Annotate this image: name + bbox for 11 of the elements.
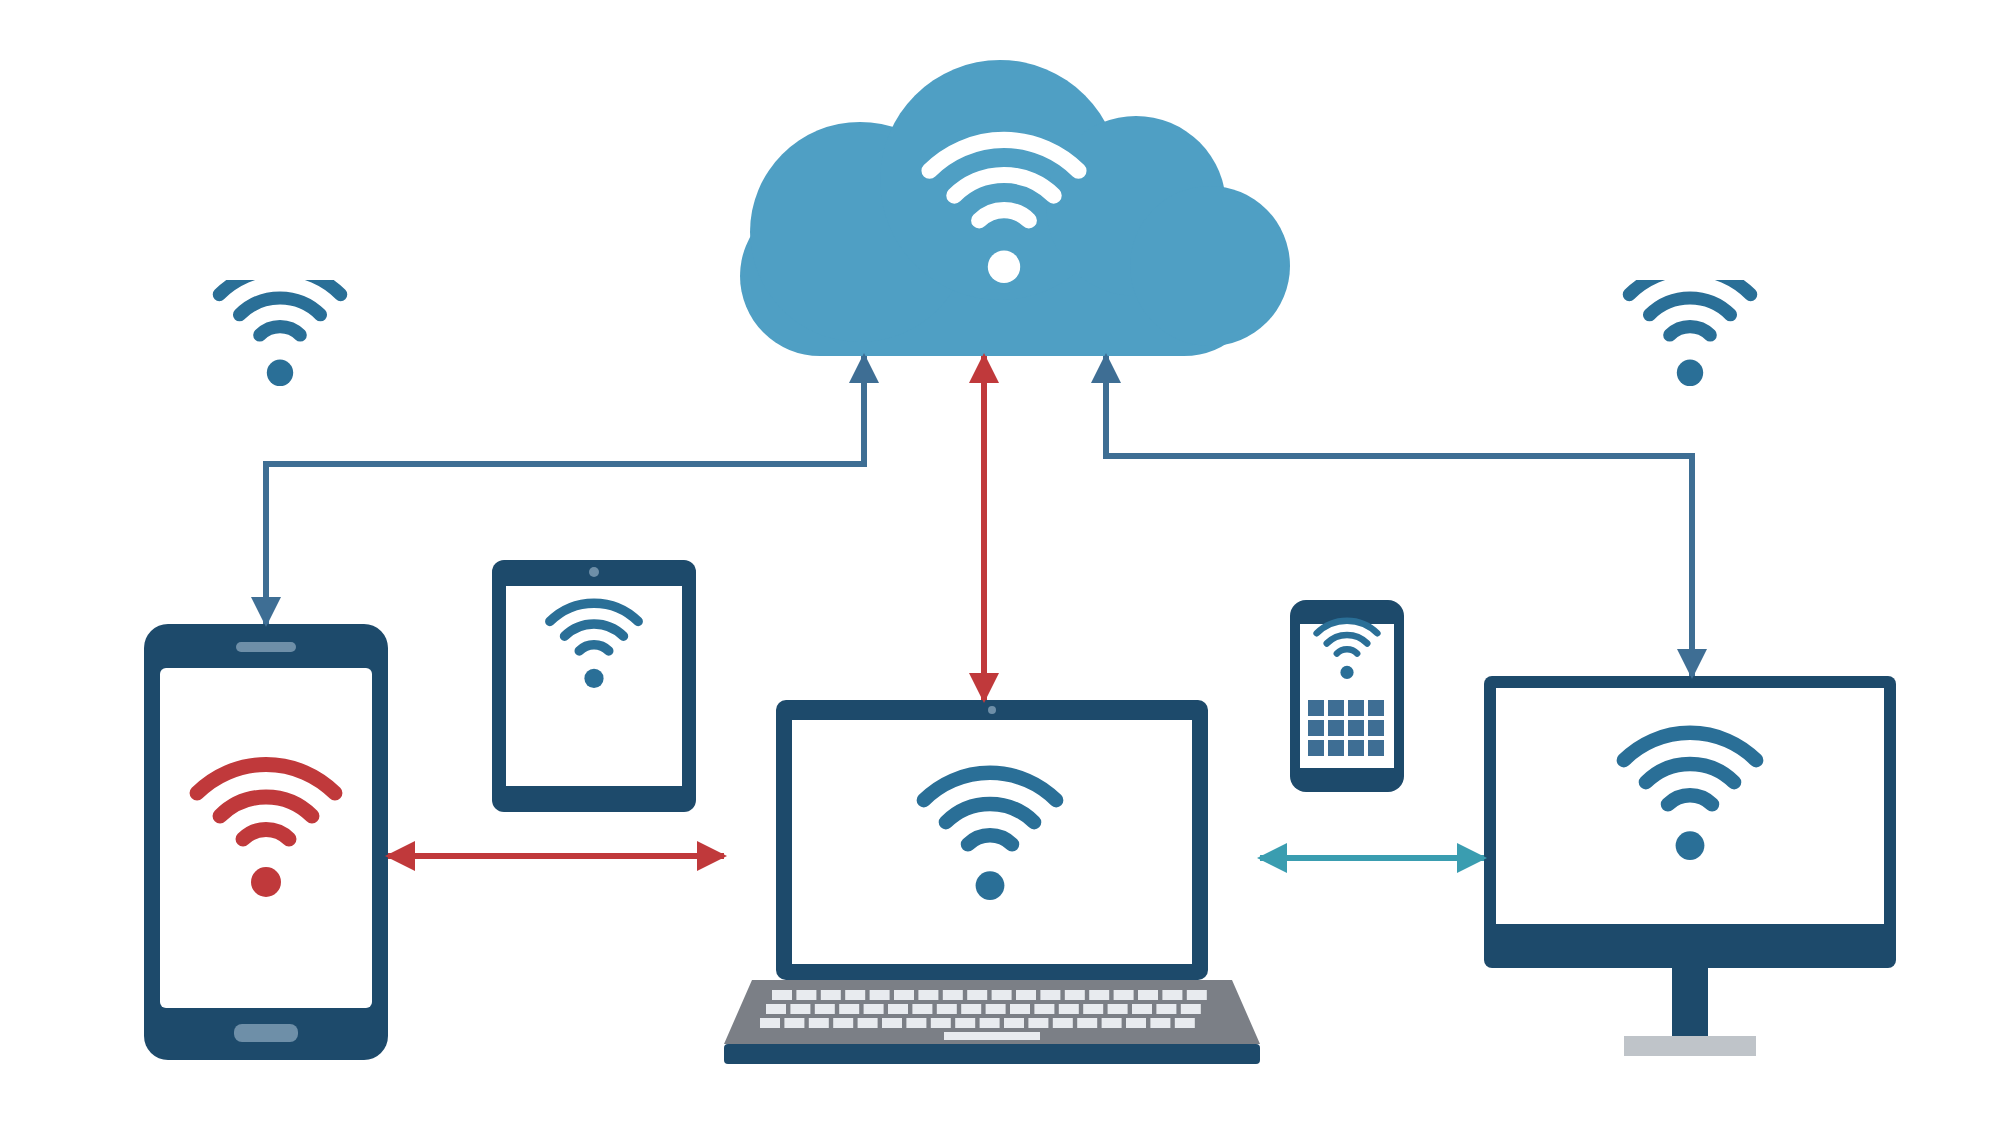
cloud-drawing <box>740 60 1290 356</box>
double-arrow <box>1091 353 1707 679</box>
phone-drawing <box>144 624 388 1060</box>
phone-drawing <box>1290 600 1404 792</box>
double-arrow <box>251 353 879 627</box>
double-arrow <box>1257 843 1487 873</box>
tablet-drawing <box>492 560 696 812</box>
laptop-drawing <box>724 700 1260 1064</box>
double-arrow <box>969 353 999 703</box>
monitor-drawing <box>1484 676 1896 1056</box>
double-arrow <box>385 841 727 871</box>
